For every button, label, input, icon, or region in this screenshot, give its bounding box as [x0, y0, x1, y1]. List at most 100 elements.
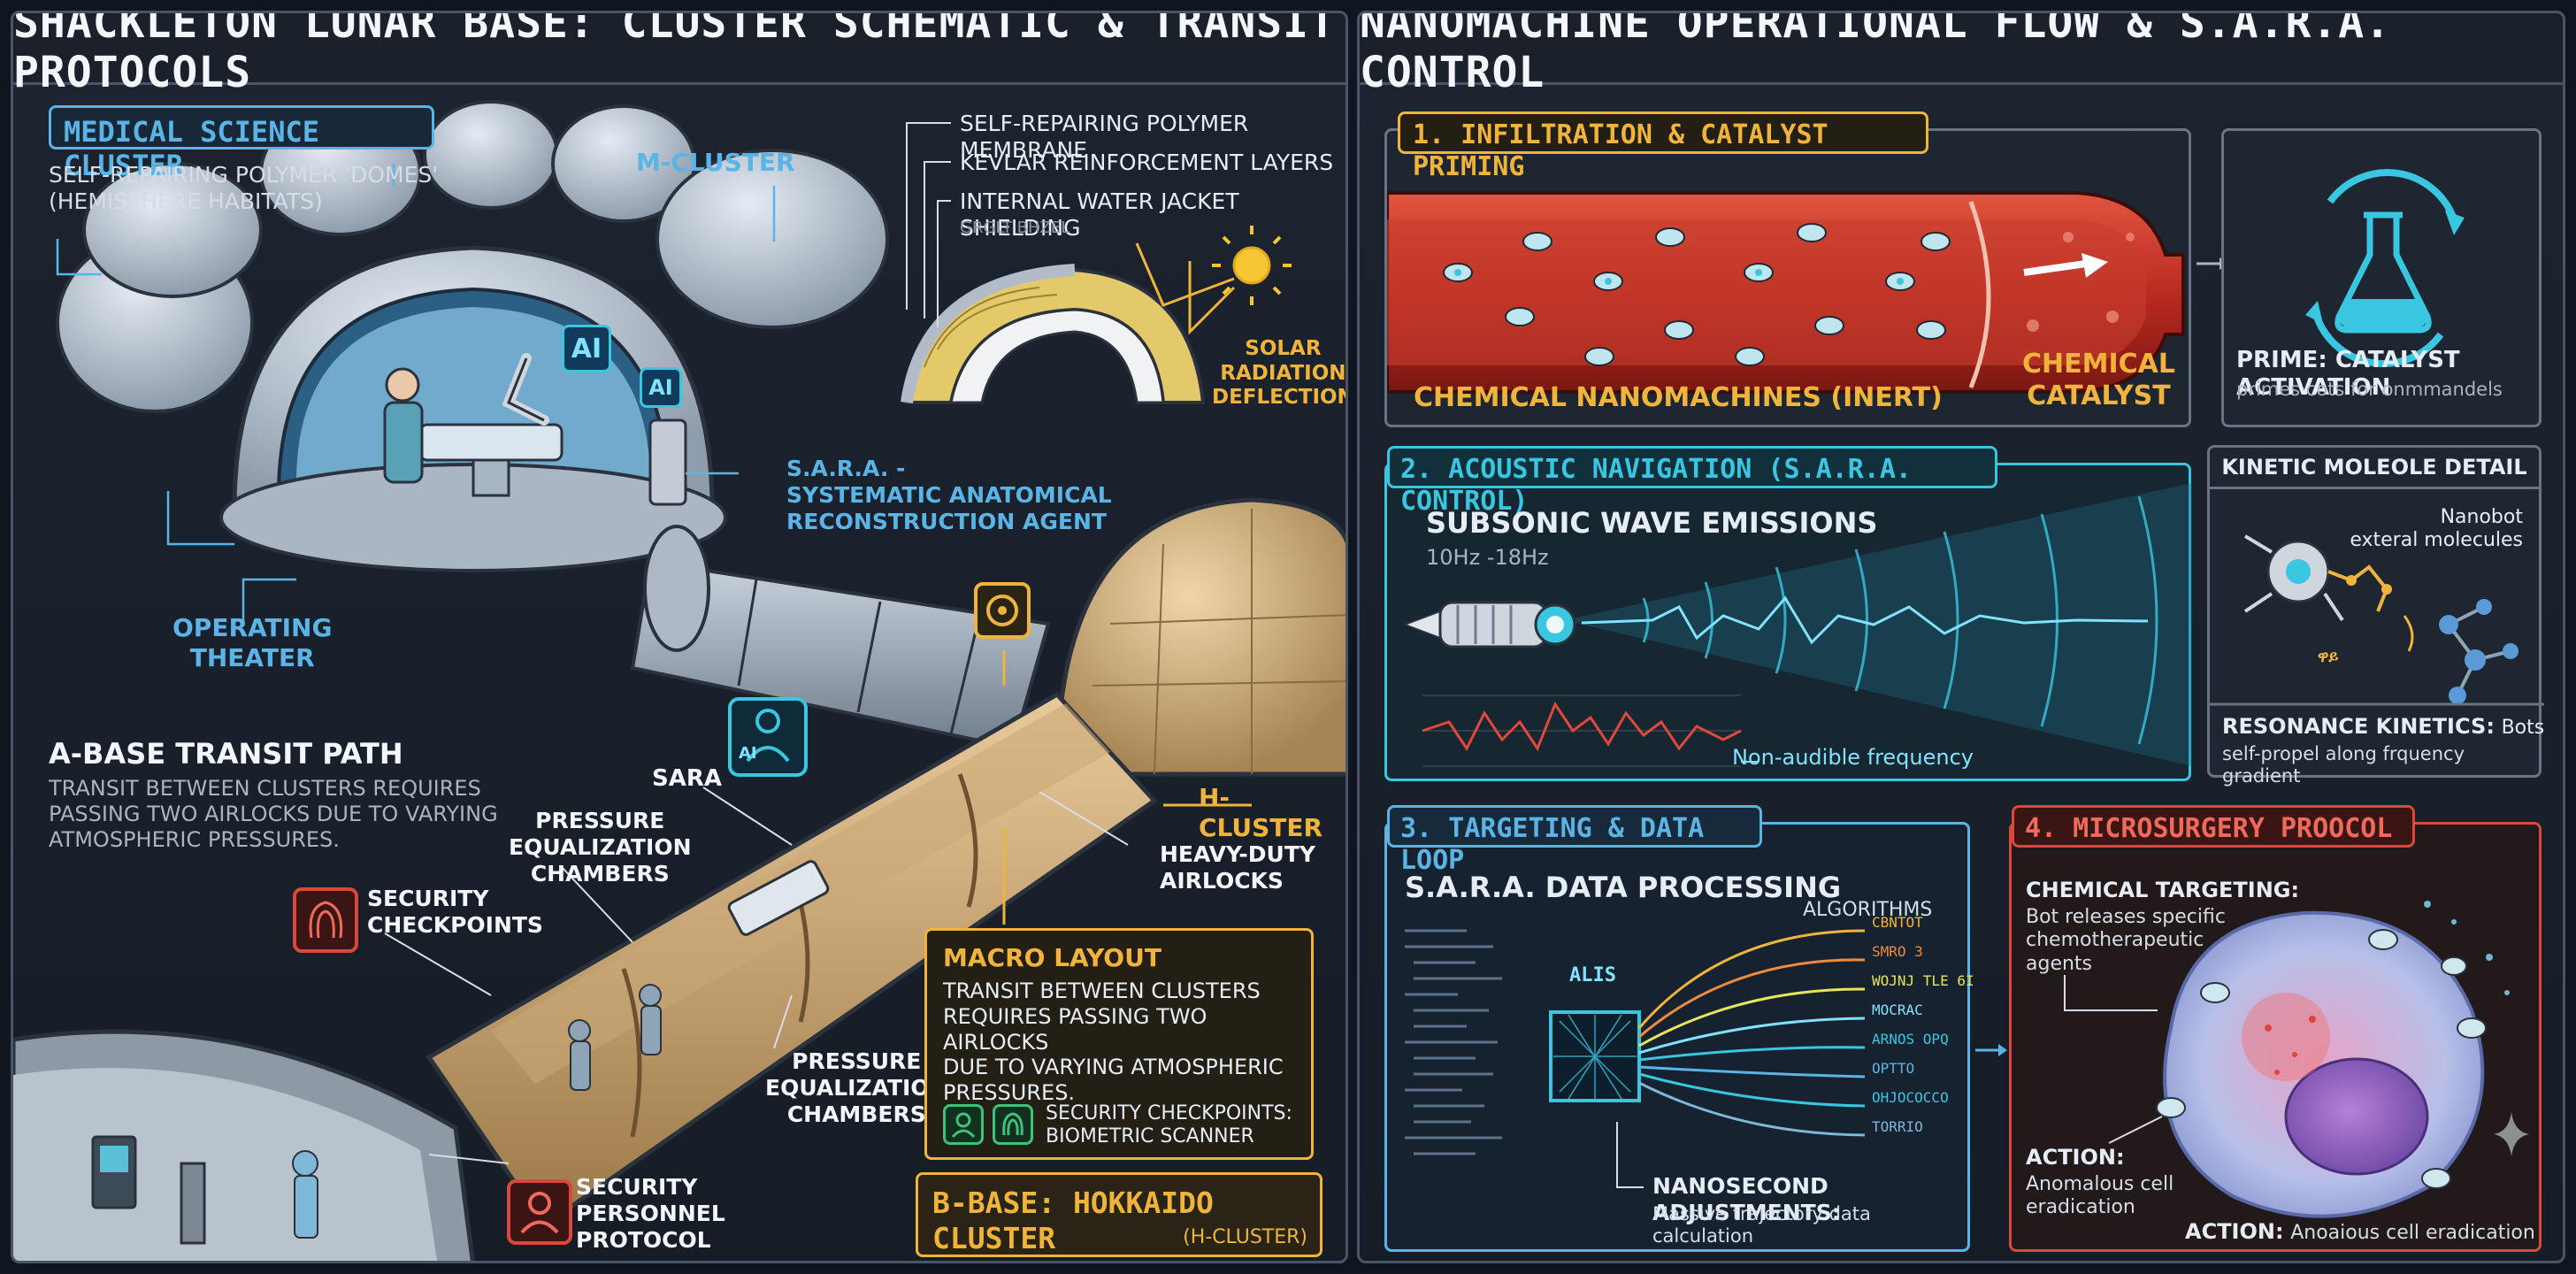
step4-heading-box: 4. MICROSURGERY PROOCOL — [2012, 805, 2415, 848]
security-checkpoints-label: SECURITY CHECKPOINTS — [367, 886, 543, 938]
algorithm-item: TORRIO — [1872, 1118, 1923, 1135]
sara-agent-label: S.A.R.A. - SYSTEMATIC ANATOMICAL RECONST… — [786, 456, 1112, 534]
algorithm-streams — [1637, 929, 1866, 1137]
white-leader-lines — [384, 122, 1129, 1164]
action2-desc: Anoaious cell eradication — [2290, 1222, 2535, 1244]
sparkle-icon — [2494, 1112, 2529, 1156]
pressure-chambers-label-2: PRESSURE EQUALIZATION CHAMBERS — [765, 1048, 948, 1127]
heavy-airlocks-label: HEAVY-DUTY AIRLOCKS — [1160, 841, 1316, 894]
algorithm-item: SMRO 3 — [1872, 943, 1923, 960]
algorithm-item: ARNOS OPQ — [1872, 1031, 1949, 1048]
left-panel: SHACKLETON LUNAR BASE: CLUSTER SCHEMATIC… — [11, 11, 1348, 1263]
medical-cluster-heading-box: MEDICAL SCIENCE CLUSTER — [49, 105, 434, 182]
step4-box: 4. MICROSURGERY PROOCOL CHEMICAL TARGETI… — [2009, 805, 2542, 1252]
frequency-range-label: 10Hz -18Hz — [1426, 545, 1549, 570]
prime-catalyst-sub: primes cots for onmmandels — [2236, 379, 2503, 400]
amber-leader-lines — [1002, 650, 1252, 925]
kinetic-molecule-box: KINETIC MOLEOLE DETAIL Nanobot exteral m… — [2207, 445, 2544, 787]
catalyst-label: CHEMICAL CATALYST — [2022, 349, 2175, 411]
step3-arrow-icon — [1975, 1044, 2007, 1056]
data-processing-label: S.A.R.A. DATA PROCESSING — [1405, 871, 1842, 904]
target-icon — [974, 582, 1031, 639]
b-base-title: B-BASE: HOKKAIDO CLUSTER — [932, 1186, 1214, 1255]
resonance-kinetics-text: RESONANCE KINETICS: Bots — [2222, 713, 2544, 741]
blue-leader-lines — [56, 164, 776, 624]
nanobot-emitter — [1402, 601, 1576, 649]
sun-icon — [1135, 226, 1292, 335]
sara-short-label: SARA — [652, 765, 722, 792]
nonaudible-label: Non-audible frequency — [1732, 745, 1974, 770]
macro-layout-desc: TRANSIT BETWEEN CLUSTERS REQUIRES PASSIN… — [943, 979, 1284, 1106]
algorithm-list: CBNTOT SMRO 3 WOJNJ TLE 6I MOCRAC ARNOS … — [1872, 908, 1974, 1141]
step2-box: 2. ACOUSTIC NAVIGATION (S.A.R.A. CONTROL… — [1384, 446, 2192, 781]
prime-catalyst-title: PRIME: CATALYST ACTIVATION — [2236, 347, 2460, 402]
alis-label: ALIS — [1569, 964, 1616, 986]
acoustic-wave-illustration — [1402, 483, 2192, 767]
resonance-desc: self-propel along frquency gradient — [2222, 743, 2465, 787]
algorithms-label: ALGORITHMS — [1803, 899, 1933, 921]
m-cluster-label: M-CLUSTER — [636, 148, 795, 177]
layer-small-label: GRGLT BHZEL — [960, 219, 1070, 237]
step1-heading: 1. INFILTRATION & CATALYST PRIMING — [1413, 119, 1828, 182]
medical-cluster-heading: MEDICAL SCIENCE CLUSTER — [64, 115, 319, 183]
nanosecond-title: NANOSECOND ADJUSTMENTS: — [1652, 1173, 1841, 1225]
main-medical-dome — [219, 245, 727, 572]
molecule-illustration — [2210, 534, 2544, 706]
layer-polymer-label: SELF-REPAIRING POLYMER MEMBRANE — [960, 111, 1249, 163]
small-domes — [56, 100, 889, 413]
macro-security-text: SECURITY CHECKPOINTS: BIOMETRIC SCANNER — [1046, 1102, 1292, 1148]
chemical-targeting-title: CHEMICAL TARGETING: — [2026, 878, 2300, 902]
macro-layout-box: MACRO LAYOUT TRANSIT BETWEEN CLUSTERS RE… — [924, 928, 1314, 1160]
flask-cycle-icon — [2305, 169, 2465, 367]
chemical-targeting-desc: Bot releases specific chemotherapeutic a… — [2026, 906, 2226, 975]
nanosecond-desc: Massive trajectory data calculation — [1652, 1203, 1871, 1247]
lunar-base-illustration — [13, 100, 1346, 1261]
algorithm-item: CBNTOT — [1872, 914, 1923, 931]
step3-heading-box: 3. TARGETING & DATA LOOP — [1387, 805, 1762, 876]
frequency-graph — [1422, 695, 1742, 767]
cutaway-room — [13, 1029, 475, 1261]
b-base-sub: (H-CLUSTER) — [1183, 1225, 1307, 1248]
polymer-layer-cutaway — [901, 264, 1206, 404]
action-title: ACTION: — [2026, 1145, 2125, 1170]
step1-heading-box: 1. INFILTRATION & CATALYST PRIMING — [1398, 111, 1928, 182]
ai-badge-1: AI — [562, 325, 611, 372]
data-processing-illustration — [1405, 929, 1866, 1188]
algorithm-item: MOCRAC — [1872, 1002, 1923, 1018]
prime-catalyst-box: PRIME: CATALYST ACTIVATION primes cots f… — [2221, 128, 2542, 427]
resonance-title: RESONANCE KINETICS: — [2222, 714, 2495, 739]
blood-vessel-illustration — [1387, 191, 2185, 394]
action2-title: ACTION: — [2185, 1219, 2284, 1244]
h-cluster-label: H-CLUSTER — [1199, 783, 1323, 842]
h-cluster-dome — [1054, 497, 1346, 777]
nanobots-on-cell — [2156, 929, 2487, 1189]
right-panel-title: NANOMACHINE OPERATIONAL FLOW & S.A.R.A. … — [1360, 13, 2563, 97]
step3-box: 3. TARGETING & DATA LOOP S.A.R.A. DATA P… — [1384, 805, 1974, 1252]
nanomachine-swarm — [1443, 223, 1951, 366]
layer-water-label: INTERNAL WATER JACKET SHIELDING — [960, 188, 1239, 241]
operating-theater-label: OPERATING THEATER — [172, 613, 333, 672]
macro-layout-heading: MACRO LAYOUT — [943, 943, 1162, 972]
left-panel-title: SHACKLETON LUNAR BASE: CLUSTER SCHEMATIC… — [13, 13, 1346, 97]
algorithm-item: WOJNJ TLE 6I — [1872, 972, 1974, 989]
medical-cluster-desc: SELF-REPAIRING POLYMER 'DOMES' (HEMISPHE… — [49, 162, 439, 214]
step1-box: 1. INFILTRATION & CATALYST PRIMING CHEMI… — [1384, 111, 2191, 427]
ai-badge-2: AI — [640, 367, 682, 408]
security-personnel-label: SECURITY PERSONNEL PROTOCOL — [576, 1174, 725, 1253]
sara-robot-icon — [728, 697, 808, 777]
cancer-cell-illustration — [2064, 901, 2510, 1218]
transit-tube — [426, 691, 1158, 1229]
personnel-icon — [507, 1179, 572, 1245]
step2-heading-box: 2. ACOUSTIC NAVIGATION (S.A.R.A. CONTROL… — [1387, 446, 1997, 517]
ai-badge-3: AI — [739, 744, 757, 763]
resonance-word: Bots — [2501, 717, 2545, 739]
action-desc: Anomalous cell eradication — [2026, 1173, 2174, 1219]
right-panel: NANOMACHINE OPERATIONAL FLOW & S.A.R.A. … — [1357, 11, 2565, 1263]
step4-heading: 4. MICROSURGERY PROOCOL — [2025, 813, 2393, 844]
algorithm-item: OPTTO — [1872, 1060, 1915, 1077]
transit-path-desc: TRANSIT BETWEEN CLUSTERS REQUIRES PASSIN… — [49, 776, 498, 852]
action-footer: ACTION: Anoaious cell eradication — [2185, 1219, 2535, 1244]
scanner-fingerprint-icon — [993, 1104, 1033, 1145]
b-base-box: B-BASE: HOKKAIDO CLUSTER (H-CLUSTER) — [916, 1172, 1322, 1257]
nanomachines-label: CHEMICAL NANOMACHINES (INERT) — [1414, 382, 1943, 413]
